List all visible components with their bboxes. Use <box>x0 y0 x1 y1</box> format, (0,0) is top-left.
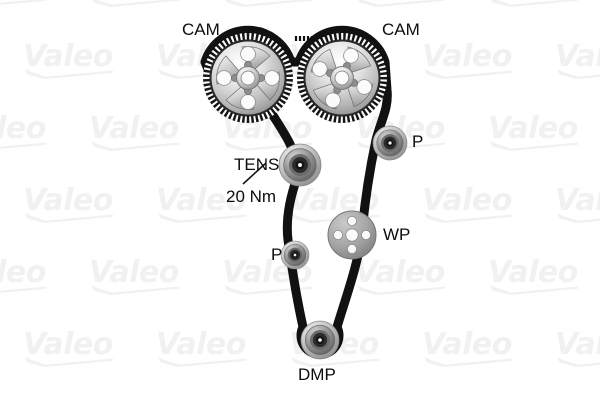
label-tens: TENS <box>234 155 280 174</box>
tensioner-pulley <box>278 143 322 187</box>
crank-pulley-dmp <box>300 320 340 360</box>
idler-pulley-upper <box>372 125 408 161</box>
label-wp: WP <box>383 225 411 244</box>
label-torque: 20 Nm <box>226 187 277 206</box>
water-pump-pulley <box>327 210 377 260</box>
label-cam-left: CAM <box>182 20 220 39</box>
idler-pulley-lower <box>280 240 310 270</box>
label-dmp: DMP <box>298 365 336 384</box>
label-p-lower: P <box>271 245 283 264</box>
torque-leader-line <box>242 162 267 185</box>
label-cam-right: CAM <box>382 20 420 39</box>
label-p-upper: P <box>412 132 424 151</box>
cam-sprocket-left <box>202 32 294 124</box>
